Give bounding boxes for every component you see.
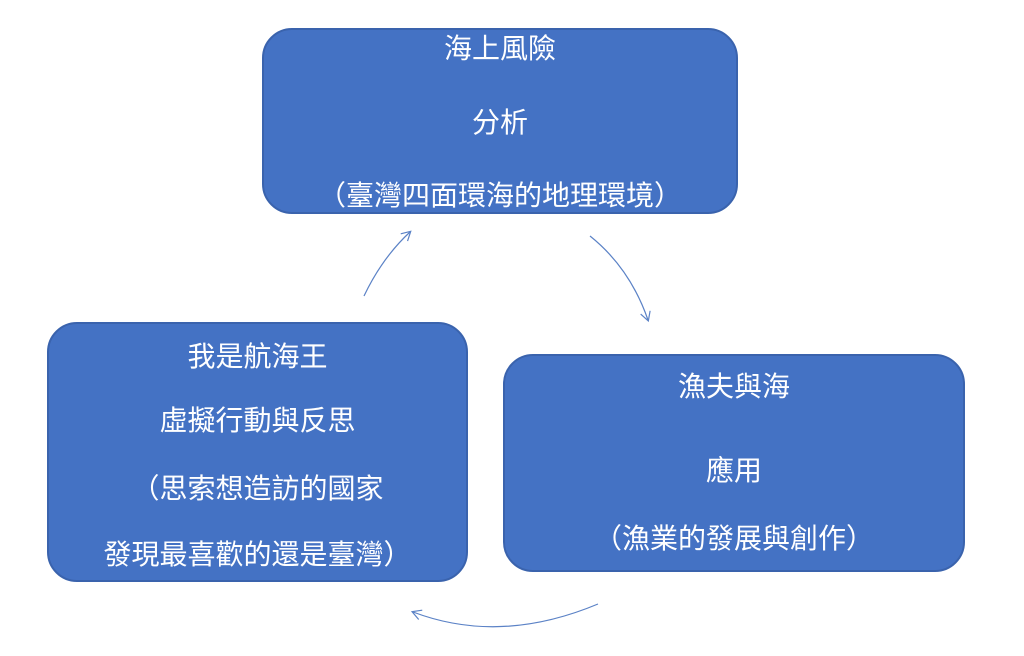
stage-type: 應用 [705,454,762,487]
stage-description-line1: （思索想造訪的國家 [131,472,384,505]
stage-box-navigator: 我是航海王 虛擬行動與反思 （思索想造訪的國家 發現最喜歡的還是臺灣） [47,322,468,582]
stage-box-fisherman: 漁夫與海 應用 （漁業的發展與創作） [503,354,965,572]
stage-title: 漁夫與海 [677,370,790,403]
stage-description-line2: 發現最喜歡的還是臺灣） [103,538,412,571]
arrow-top-to-right [589,235,651,323]
stage-description: （漁業的發展與創作） [593,522,874,555]
arrow-left-to-top [363,230,412,297]
stage-box-risk-analysis: 海上風險 分析 （臺灣四面環海的地理環境） [262,28,738,214]
stage-description: （臺灣四面環海的地理環境） [317,179,682,212]
stage-type: 虛擬行動與反思 [159,404,356,437]
stage-type: 分析 [471,106,528,139]
arrow-right-to-left [410,603,599,628]
stage-title: 海上風險 [443,32,556,65]
stage-title: 我是航海王 [187,340,328,373]
